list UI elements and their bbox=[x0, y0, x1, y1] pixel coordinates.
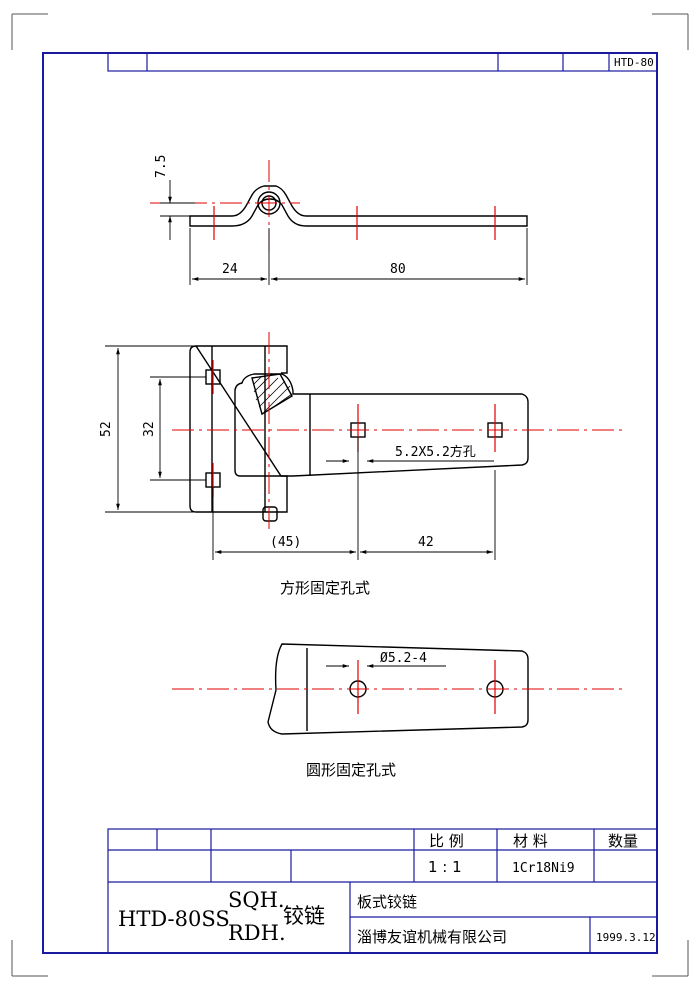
drawing-border bbox=[42, 52, 658, 954]
square-hole-note: 5.2X5.2方孔 bbox=[395, 444, 476, 460]
dim-right-span-80: 80 bbox=[390, 262, 406, 277]
scale-label: 比 例 bbox=[429, 832, 464, 850]
caption-square-holes: 方形固定孔式 bbox=[280, 579, 370, 597]
title-block-grid bbox=[107, 828, 658, 954]
crop-marks bbox=[11, 13, 689, 977]
dim-total-height-52: 52 bbox=[99, 421, 114, 437]
dim-ref-45: (45) bbox=[270, 535, 301, 550]
variant-rdh: RDH. bbox=[228, 921, 286, 945]
material-label: 材 料 bbox=[513, 832, 548, 850]
dim-hole-pitch-32: 32 bbox=[142, 421, 157, 437]
company-name: 淄博友谊机械有限公司 bbox=[357, 928, 507, 946]
round-hole-note: Ø5.2-4 bbox=[380, 651, 427, 666]
quantity-label: 数量 bbox=[608, 832, 638, 850]
drawing-code: HTD-80 bbox=[614, 56, 654, 69]
variant-sqh: SQH. bbox=[228, 888, 285, 912]
scale-value: 1 : 1 bbox=[428, 858, 462, 876]
part-name: 铰链 bbox=[283, 904, 325, 928]
side-view bbox=[150, 160, 528, 285]
dim-left-span-24: 24 bbox=[222, 262, 238, 277]
drawing-date: 1999.3.12 bbox=[596, 931, 656, 944]
front-view-round bbox=[172, 643, 625, 735]
material-value: 1Cr18Ni9 bbox=[512, 861, 575, 876]
caption-round-holes: 圆形固定孔式 bbox=[306, 761, 396, 779]
dim-height-7-5: 7.5 bbox=[154, 155, 169, 178]
front-view-square bbox=[105, 332, 625, 560]
part-code: HTD-80SS bbox=[118, 907, 230, 931]
dim-pitch-42: 42 bbox=[418, 535, 434, 550]
product-name: 板式铰链 bbox=[357, 893, 417, 911]
top-code-strip bbox=[107, 52, 658, 72]
